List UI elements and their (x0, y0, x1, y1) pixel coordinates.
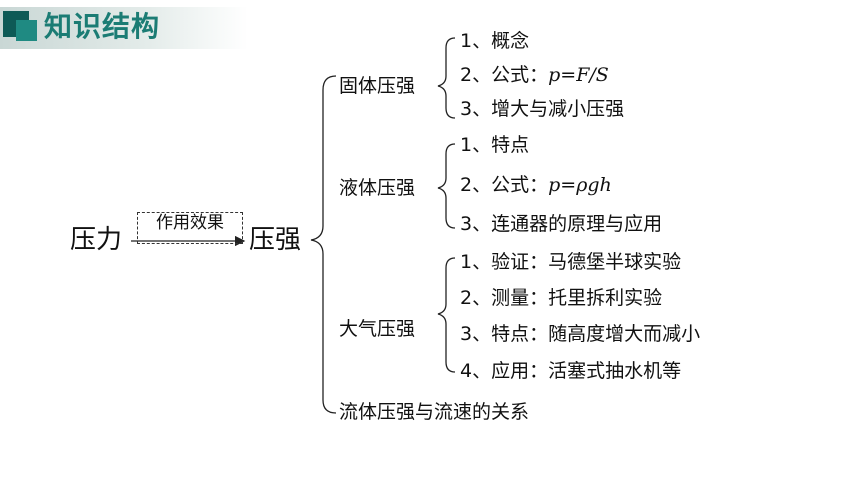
list-item: 2、测量：托里拆利实验 (460, 287, 663, 309)
list-item: 3、增大与减小压强 (460, 98, 625, 120)
list-item: 1、验证：马德堡半球实验 (460, 251, 682, 273)
target-node: 压强 (249, 225, 302, 255)
header-square-accent-icon (16, 20, 37, 41)
solid-brace (437, 37, 456, 119)
arrow-label: 作用效果 (156, 213, 224, 233)
list-item: 2、公式：p=F/S (460, 64, 609, 86)
main-brace (310, 75, 337, 414)
liquid-brace (437, 143, 456, 229)
effect-box (137, 212, 243, 244)
formula-liquid: p=ρgh (548, 174, 612, 196)
atmos-brace (437, 257, 456, 373)
group-atmos: 大气压强 (339, 318, 416, 340)
list-item: 1、概念 (460, 30, 530, 52)
group-liquid: 液体压强 (339, 177, 416, 199)
list-item: 3、特点：随高度增大而减小 (460, 323, 701, 345)
group-fluid: 流体压强与流速的关系 (339, 401, 530, 423)
page-title: 知识结构 (44, 10, 161, 43)
list-item: 1、特点 (460, 134, 530, 156)
root-node: 压力 (70, 225, 123, 255)
group-solid: 固体压强 (339, 75, 416, 97)
formula-solid: p=F/S (548, 64, 609, 86)
list-item: 4、应用：活塞式抽水机等 (460, 360, 682, 382)
list-item: 2、公式：p=ρgh (460, 174, 612, 196)
list-item: 3、连通器的原理与应用 (460, 213, 663, 235)
header-bar (0, 7, 248, 49)
